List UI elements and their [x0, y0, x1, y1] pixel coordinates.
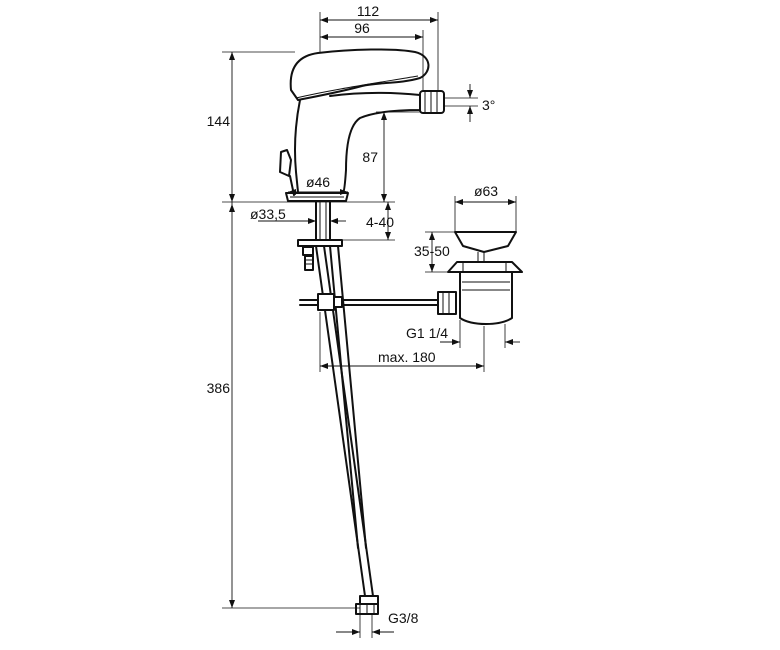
- hose-fitting-left: [302, 246, 314, 271]
- label-total-height: 386: [207, 380, 231, 396]
- faucet: [222, 48, 445, 271]
- lever-handle: [289, 48, 430, 101]
- lever-handle-seam: [295, 75, 419, 99]
- popup-rod-assembly: [299, 293, 441, 311]
- shank: [315, 200, 331, 241]
- waste-plug: [454, 231, 517, 253]
- waste-rod-connector: [437, 291, 457, 315]
- hose-end-nut: [355, 595, 379, 615]
- label-waste-diameter: ø63: [474, 183, 498, 199]
- label-hole-diameter: ø33,5: [250, 206, 286, 222]
- label-rod-distance: max. 180: [378, 349, 436, 365]
- label-height-top: 144: [207, 113, 231, 129]
- label-tilt-angle: 3°: [482, 97, 495, 113]
- faucet-body-front: [294, 99, 301, 193]
- waste-assembly: [437, 231, 523, 325]
- waste-body: [459, 271, 513, 325]
- label-spout-height: 87: [362, 149, 378, 165]
- label-waste-thread: G1 1/4: [406, 325, 448, 341]
- popup-knob: [279, 149, 292, 177]
- spout: [329, 91, 422, 194]
- spout-outlet: [419, 90, 445, 114]
- dimension-labels: 112 96 144 87 3° ø46 ø33,5 4-40 ø63 35-5…: [207, 3, 499, 626]
- label-width-overall: 112: [357, 3, 380, 19]
- base-flange: [285, 192, 349, 202]
- fixing-plate: [297, 239, 343, 247]
- waste-flange: [447, 261, 523, 273]
- label-hose-thread: G3/8: [388, 610, 419, 626]
- label-waste-height: 35-50: [414, 243, 450, 259]
- label-body-diameter: ø46: [306, 174, 330, 190]
- label-deck-thickness: 4-40: [366, 214, 394, 230]
- dimension-lines: [222, 12, 520, 638]
- label-width-spout: 96: [354, 20, 370, 36]
